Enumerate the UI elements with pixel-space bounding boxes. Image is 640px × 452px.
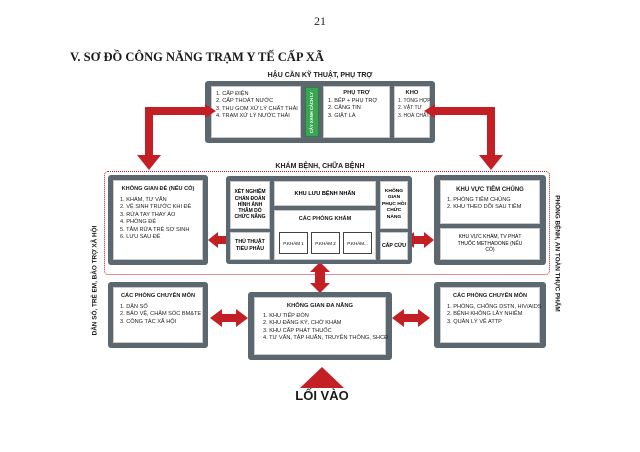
- exam-room-label: P.KHÁM 2: [315, 240, 336, 246]
- list-item: 2. KHU THEO DÕI SAU TIÊM: [447, 204, 522, 211]
- list-item: 3. HOÁ CHẤT: [398, 112, 430, 119]
- exam-room-label: P.KHÁM 1: [283, 240, 304, 246]
- maternity-box: KHÔNG GIAN ĐẺ (NẾU CÓ) 1. KHÁM, TƯ VẤN 2…: [113, 180, 203, 260]
- right-side-label: PHÒNG BỆNH, AN TOÀN THỰC PHẨM: [553, 195, 561, 312]
- exam-rooms-title: CÁC PHÒNG KHÁM: [298, 216, 352, 222]
- list-item: 2. VỆ SINH TRƯỚC KHI ĐẺ: [120, 204, 192, 211]
- observation-box: KHU LƯU BỆNH NHÂN: [274, 181, 376, 206]
- support-box: PHỤ TRỢ 1. BẾP + PHỤ TRỢ 2. CĂNG TIN 3. …: [323, 86, 390, 138]
- list-item: 2. KHU ĐĂNG KÝ, CHỜ KHÁM: [263, 320, 342, 327]
- list-item: 3. QUẢN LÝ VỀ ATTP: [447, 318, 502, 325]
- arrow-logistics-right: [424, 104, 503, 170]
- population-title: CÁC PHÒNG CHUYÊN MÔN: [121, 293, 195, 299]
- list-item: 3. GIẶT LÀ: [328, 112, 356, 119]
- exam-room-3: P.KHÁM...: [343, 232, 372, 254]
- entrance-arrow-icon: [300, 367, 344, 388]
- list-item: 5. TẮM RỬA TRẺ SƠ SINH: [120, 226, 190, 233]
- list-item: 3. THU GOM XỬ LÝ CHẤT THẢI: [216, 105, 298, 112]
- diagnostics-box: XÉT NGHIỆM CHẨN ĐOÁN HÌNH ẢNH THĂM DÒ CH…: [230, 181, 270, 229]
- treatment-title: KHÁM BỆNH, CHỮA BỆNH: [275, 163, 365, 170]
- list-item: 4. TRẠM XỬ LÝ NƯỚC THẢI: [216, 113, 290, 120]
- page-number: 21: [314, 14, 326, 28]
- diagnostics-label: XÉT NGHIỆM CHẨN ĐOÁN HÌNH ẢNH THĂM DÒ CH…: [234, 189, 266, 221]
- list-item: 4. TƯ VẤN, TẬP HUẤN, TRUYỀN THÔNG, SHCĐ: [263, 335, 389, 342]
- multipurpose-box: KHÔNG GIAN ĐA NĂNG 1. KHU TIẾP ĐÓN 2. KH…: [254, 297, 389, 355]
- list-item: 2. BẢO VỆ, CHĂM SÓC BM&TE: [120, 311, 202, 318]
- list-item: 4. PHÒNG ĐẺ: [120, 219, 157, 226]
- maternity-title: KHÔNG GIAN ĐẺ (NẾU CÓ): [121, 186, 195, 192]
- population-box: CÁC PHÒNG CHUYÊN MÔN 1. DÂN SỐ 2. BẢO VỆ…: [113, 287, 203, 343]
- vaccination-box: KHU VỰC TIÊM CHỦNG 1. PHÒNG TIÊM CHỦNG 2…: [440, 180, 540, 224]
- list-item: 3. KHU CẤP PHÁT THUỐC: [263, 327, 332, 334]
- observation-label: KHU LƯU BỆNH NHÂN: [294, 190, 356, 197]
- exam-room-label: P.KHÁM...: [347, 240, 368, 246]
- minor-surgery-label: THỦ THUẬT TIỂU PHẪU: [235, 239, 265, 252]
- list-item: 2. VẬT TƯ: [398, 105, 422, 112]
- arrow-population-multipurpose: [210, 309, 248, 327]
- exam-room-1: P.KHÁM 1: [279, 232, 308, 254]
- list-item: 1. KHÁM, TƯ VẤN: [120, 197, 167, 203]
- entrance-label: LỐI VÀO: [295, 388, 349, 403]
- list-item: 2. CẤP THOÁT NƯỚC: [216, 98, 274, 105]
- list-item: 6. LƯU SAU ĐẺ: [120, 234, 161, 241]
- arrow-treatment-multipurpose: [310, 262, 330, 293]
- list-item: 1. TỔNG HỢP: [398, 98, 431, 104]
- prevention-box: CÁC PHÒNG CHUYÊN MÔN 1. PHÒNG, CHỐNG DST…: [440, 287, 542, 343]
- arrow-multipurpose-prevention: [392, 309, 430, 327]
- list-item: 1. KHU TIẾP ĐÓN: [263, 313, 309, 319]
- support-title: PHỤ TRỢ: [343, 90, 370, 96]
- treatment-zone-dotted: [104, 171, 550, 275]
- rehab-box: KHÔNG GIAN PHỤC HỒI CHỨC NĂNG: [380, 181, 408, 229]
- vaccination-title: KHU VỰC TIÊM CHỦNG: [456, 187, 524, 193]
- left-side-label: DÂN SỐ, TRẺ EM, BẢO TRỢ XÃ HỘI: [91, 225, 99, 336]
- section-title: V. SƠ ĐỒ CÔNG NĂNG TRẠM Y TẾ CẤP XÃ: [70, 50, 324, 64]
- prevention-title: CÁC PHÒNG CHUYÊN MÔN: [453, 293, 527, 299]
- utilities-box: 1. CẤP ĐIỆN 2. CẤP THOÁT NƯỚC 3. THU GOM…: [211, 86, 301, 138]
- list-item: 1. CẤP ĐIỆN: [216, 91, 249, 97]
- methadone-box: KHU VỰC KHÁM, TV PHÁT THUỐC METHADONE (N…: [440, 228, 540, 260]
- utilities-list: 1. CẤP ĐIỆN 2. CẤP THOÁT NƯỚC 3. THU GOM…: [212, 87, 300, 121]
- storage-title: KHO: [405, 90, 419, 96]
- list-item: 1. PHÒNG, CHỐNG DSTN, HIV/AIDS: [447, 304, 542, 310]
- methadone-label: KHU VỰC KHÁM, TV PHÁT THUỐC METHADONE (N…: [457, 234, 523, 254]
- arrow-logistics-left: [137, 104, 216, 170]
- list-item: 2. CĂNG TIN: [328, 105, 361, 112]
- minor-surgery-box: THỦ THUẬT TIỂU PHẪU: [230, 232, 270, 260]
- list-item: 1. PHÒNG TIÊM CHỦNG: [447, 197, 511, 203]
- emergency-box: CẤP CỨU: [380, 232, 408, 260]
- logistics-title: HẬU CẦN KỸ THUẬT, PHỤ TRỢ: [267, 72, 373, 79]
- list-item: 3. RỬA TAY THAY ÁO: [120, 211, 176, 218]
- isolation-green-strip: CÂY XANH CÁCH LY: [305, 87, 319, 137]
- multipurpose-title: KHÔNG GIAN ĐA NĂNG: [286, 303, 354, 309]
- emergency-label: CẤP CỨU: [381, 243, 407, 249]
- rehab-label: KHÔNG GIAN PHỤC HỒI CHỨC NĂNG: [382, 188, 406, 220]
- exam-room-2: P.KHÁM 2: [311, 232, 340, 254]
- list-item: 1. BẾP + PHỤ TRỢ: [328, 98, 378, 104]
- list-item: 2. BỆNH KHÔNG LÂY NHIỄM: [447, 311, 523, 318]
- list-item: 1. DÂN SỐ: [120, 304, 148, 310]
- list-item: 3. CÔNG TÁC XÃ HỘI: [120, 318, 177, 325]
